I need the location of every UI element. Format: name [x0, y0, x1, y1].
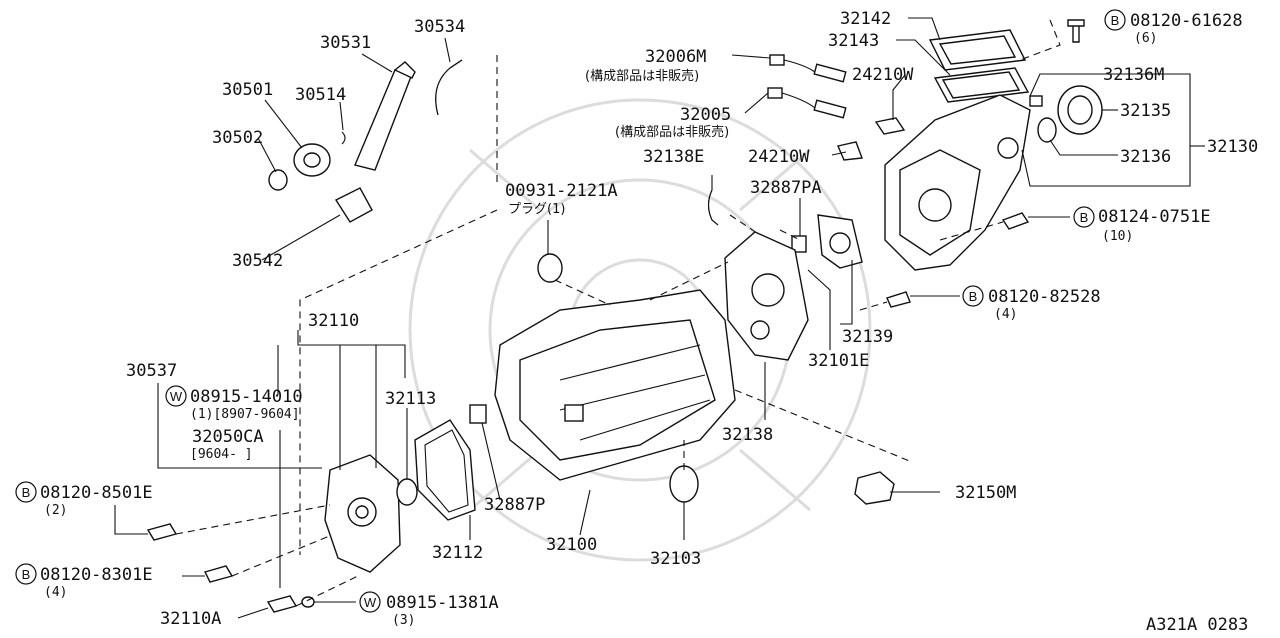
bolt-marker-icon — [15, 481, 37, 503]
connector-32006m — [769, 54, 785, 66]
qty-4-b: (4) — [44, 585, 67, 600]
clip-24210w-b — [837, 141, 863, 161]
clutch-release-group — [268, 59, 463, 223]
gasket-32112 — [414, 419, 476, 521]
collar-32887pa — [791, 235, 807, 253]
sleeve-30502 — [268, 169, 288, 191]
label-08120-8301e: 08120-8301E — [40, 565, 153, 585]
plug-00931-2121a — [537, 253, 563, 283]
bolt-08120-82528 — [886, 291, 911, 308]
label-32113: 32113 — [385, 389, 436, 409]
leader-lines — [114, 17, 1205, 619]
label-32136: 32136 — [1120, 147, 1171, 167]
label-32050ca: 32050CA — [192, 427, 264, 447]
label-32138e: 32138E — [643, 147, 704, 167]
washer-marker-letter: W — [170, 389, 183, 404]
range-1: (1)[8907-9604] — [190, 407, 300, 422]
note-not-sold-1: (構成部品は非販売) — [585, 68, 699, 84]
qty-10: (10) — [1102, 229, 1133, 244]
bolt-marker-icon — [962, 285, 984, 307]
bolt-32110a — [266, 595, 298, 613]
callout-markers: B B B W B B W — [15, 9, 1126, 613]
label-32142: 32142 — [840, 9, 891, 29]
collar-32887p — [469, 404, 487, 424]
label-24210w-b: 24210W — [748, 147, 810, 167]
qty-2: (2) — [44, 503, 67, 518]
label-24210w-a: 24210W — [852, 65, 914, 85]
label-30531: 30531 — [320, 33, 371, 53]
label-32112: 32112 — [432, 543, 483, 563]
ring-32136m — [1029, 95, 1043, 107]
diagram-code: A321A 0283 — [1146, 615, 1248, 635]
label-32887pa: 32887PA — [750, 178, 822, 198]
label-32887p: 32887P — [484, 495, 545, 515]
label-08915-14010: 08915-14010 — [190, 387, 303, 407]
main-case-group — [146, 253, 895, 613]
label-32136m: 32136M — [1103, 65, 1164, 85]
label-08124-0751e: 08124-0751E — [1098, 207, 1211, 227]
qty-3: (3) — [392, 613, 415, 628]
label-32101e: 32101E — [808, 351, 869, 371]
label-32005: 32005 — [680, 105, 731, 125]
spring-30534 — [435, 59, 463, 116]
seal-32113 — [396, 478, 418, 506]
bolt-marker-letter: B — [1080, 210, 1089, 225]
label-32139: 32139 — [842, 327, 893, 347]
bolt-marker-letter: B — [22, 485, 31, 500]
washer-marker-icon — [359, 591, 381, 613]
label-30514: 30514 — [295, 85, 346, 105]
bracket-32150m — [854, 471, 895, 505]
watermark-emblem — [408, 98, 872, 562]
label-08120-61628: 08120-61628 — [1130, 11, 1243, 31]
label-30542: 30542 — [232, 251, 283, 271]
label-plug: プラグ(1) — [508, 202, 565, 217]
range-2: [9604- ] — [190, 447, 253, 462]
label-32138: 32138 — [722, 425, 773, 445]
bolt-08120-8501e — [146, 523, 178, 541]
extension-housing-group — [707, 19, 1103, 361]
qty-4-a: (4) — [994, 307, 1017, 322]
label-00931-2121a: 00931-2121A — [505, 181, 618, 201]
label-32100: 32100 — [546, 535, 597, 555]
bolt-08124-0751e — [1001, 212, 1030, 230]
washer-marker-letter: W — [364, 595, 377, 610]
bolt-marker-letter: B — [969, 289, 978, 304]
seal-32136 — [1037, 117, 1057, 143]
boot-30542 — [334, 187, 373, 223]
bolt-icon — [1067, 19, 1085, 43]
label-32135: 32135 — [1120, 101, 1171, 121]
bolt-marker-letter: B — [1111, 13, 1120, 28]
label-30501: 30501 — [222, 80, 273, 100]
label-32006m: 32006M — [645, 47, 706, 67]
label-32110a: 32110A — [160, 609, 221, 629]
label-30537: 30537 — [126, 361, 177, 381]
washer-marker-icon — [165, 385, 187, 407]
label-32110: 32110 — [308, 311, 359, 331]
clip-30514 — [341, 131, 346, 145]
clip-24210w-a — [874, 117, 906, 135]
note-not-sold-2: (構成部品は非販売) — [615, 124, 729, 140]
label-32150m: 32150M — [955, 483, 1016, 503]
part-labels: 32142 32143 08120-61628 (6) 32006M (構成部品… — [40, 9, 1258, 635]
label-08120-8501e: 08120-8501E — [40, 483, 153, 503]
bolt-marker-icon — [1073, 206, 1095, 228]
qty-6: (6) — [1134, 31, 1157, 46]
bolt-marker-icon — [1104, 9, 1126, 31]
connector-32005 — [767, 87, 783, 99]
label-08120-82528: 08120-82528 — [988, 287, 1101, 307]
grommet-32103 — [669, 465, 699, 503]
withdrawal-lever-30531 — [354, 69, 413, 171]
bolt-marker-icon — [15, 563, 37, 585]
label-30502: 30502 — [212, 128, 263, 148]
bolt-08120-8301e — [203, 565, 234, 583]
label-08915-1381a: 08915-1381A — [386, 593, 499, 613]
label-32143: 32143 — [828, 31, 879, 51]
label-32103: 32103 — [650, 549, 701, 569]
bolt-marker-letter: B — [22, 567, 31, 582]
label-32130: 32130 — [1207, 137, 1258, 157]
label-30534: 30534 — [414, 17, 465, 37]
dashed-guides — [175, 19, 1061, 607]
